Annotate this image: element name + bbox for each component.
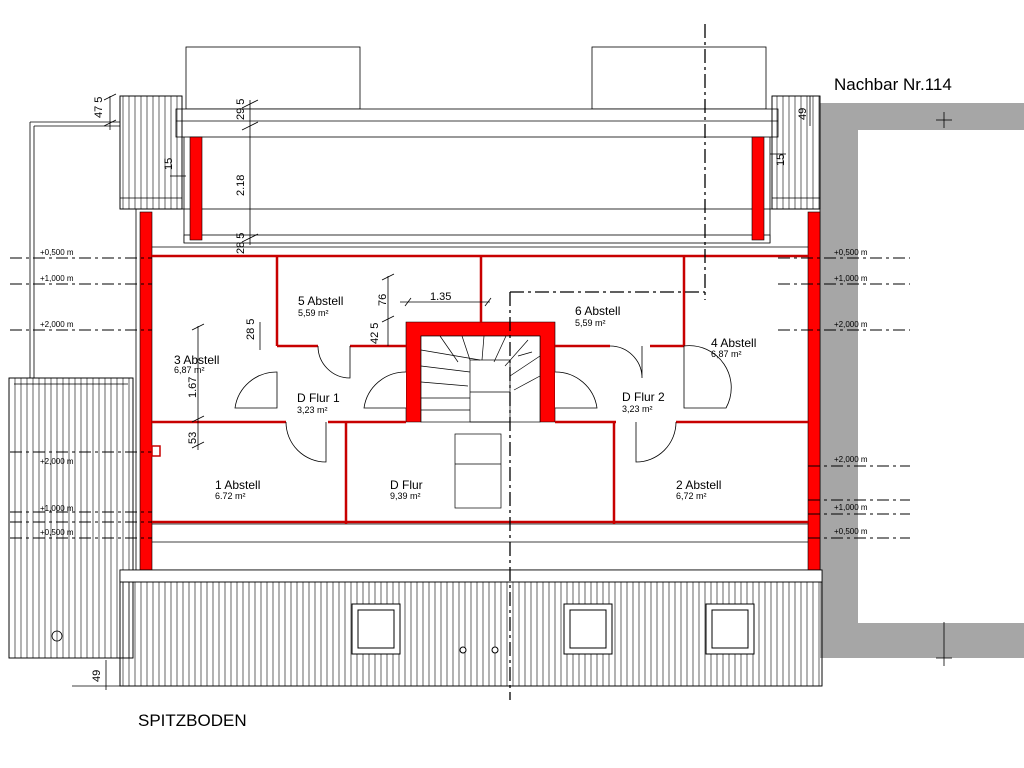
left-exterior [8, 121, 134, 659]
flur-area: 9,39 m² [390, 491, 421, 501]
roof-windows [351, 603, 755, 655]
dimension-label: 42 5 [369, 323, 381, 344]
dimension-label: 49 [91, 670, 103, 682]
room-6-name: 6 Abstell [575, 304, 620, 318]
flur-name: D Flur [390, 478, 423, 492]
room-2-name: 2 Abstell [676, 478, 721, 492]
door-swings [234, 345, 732, 463]
room-2-area: 6,72 m² [676, 491, 707, 501]
dimension-labels: 47 5 29 5 49 15 15 2.18 28 5 28 5 76 1.3… [91, 97, 809, 682]
level-label: +2,000 m [834, 320, 868, 329]
dimension-label: 29 5 [235, 99, 247, 120]
dormers [185, 46, 767, 110]
dimension-label: 76 [377, 294, 389, 306]
dimension-label: 2.18 [235, 175, 247, 196]
level-label: +2,000 m [834, 455, 868, 464]
dimension-label: 1.67 [187, 377, 199, 398]
dimension-label: 47 5 [93, 97, 105, 118]
flur-1-name: D Flur 1 [297, 391, 340, 405]
plan-title: SPITZBODEN [138, 711, 247, 730]
level-label: +0,500 m [834, 248, 868, 257]
room-labels: 5 Abstell 5,59 m² 6 Abstell 5,59 m² 3 Ab… [174, 294, 756, 501]
dimension-label: 49 [797, 108, 809, 120]
bottom-roof [119, 569, 823, 687]
level-label: +1,000 m [40, 274, 74, 283]
dimension-label: 28 5 [235, 233, 247, 254]
dimension-label: 53 [187, 432, 199, 444]
room-1-name: 1 Abstell [215, 478, 260, 492]
roof-ridge [175, 108, 779, 244]
level-label: +0,500 m [40, 528, 74, 537]
level-label: +1,000 m [834, 274, 868, 283]
room-5-name: 5 Abstell [298, 294, 343, 308]
flur-2-name: D Flur 2 [622, 390, 665, 404]
axis-lines [509, 24, 706, 700]
chimneys [119, 95, 821, 210]
dimension-label: 15 [163, 158, 175, 170]
room-6-area: 5,59 m² [575, 318, 606, 328]
level-label: +2,000 m [40, 457, 74, 466]
level-label: +1,000 m [834, 503, 868, 512]
room-3-area: 6,87 m² [174, 365, 205, 375]
floor-hatch [454, 433, 502, 509]
room-5-area: 5,59 m² [298, 308, 329, 318]
room-1-area: 6.72 m² [215, 491, 246, 501]
dimension-label: 15 [775, 154, 787, 166]
level-label: +2,000 m [40, 320, 74, 329]
interior-walls [152, 254, 808, 524]
room-3-name: 3 Abstell [174, 353, 219, 367]
neighbor-label: Nachbar Nr.114 [834, 75, 952, 94]
neighbor-building [820, 103, 1024, 658]
level-label: +0,500 m [40, 248, 74, 257]
flur-1-area: 3,23 m² [297, 405, 328, 415]
wall-marker [151, 445, 161, 457]
dimension-lines [72, 93, 952, 690]
flur-2-area: 3,23 m² [622, 404, 653, 414]
level-lines [10, 257, 910, 539]
level-label: +1,000 m [40, 504, 74, 513]
dimension-label: 28 5 [245, 319, 257, 340]
level-label: +0,500 m [834, 527, 868, 536]
room-4-area: 6,87 m² [711, 349, 742, 359]
room-4-name: 4 Abstell [711, 336, 756, 350]
staircase [420, 335, 541, 423]
level-labels: +0,500 m +1,000 m +2,000 m +2,000 m +1,0… [40, 248, 868, 537]
dimension-label: 1.35 [430, 291, 451, 303]
